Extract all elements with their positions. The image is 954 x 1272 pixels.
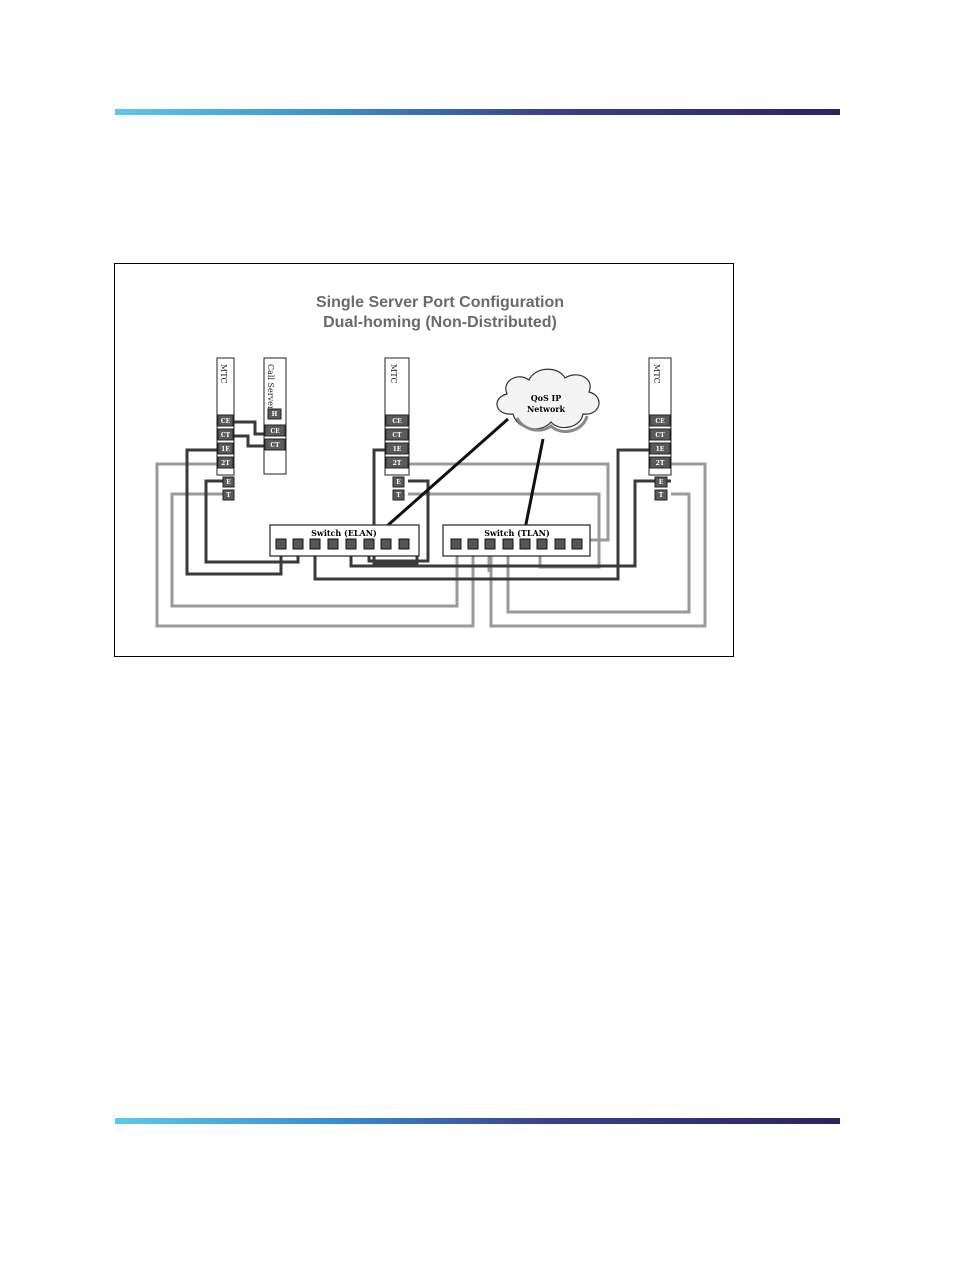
port-1e: 1E	[656, 446, 665, 453]
port-2t: 2T	[221, 460, 230, 467]
port-t: T	[396, 492, 401, 499]
switch-tlan: Switch (TLAN)	[442, 524, 591, 557]
cloud-label-line1: QoS IP	[531, 393, 562, 403]
wan-links	[386, 417, 545, 540]
port-ce: CE	[655, 418, 665, 425]
switch-elan-label: Switch (ELAN)	[311, 528, 377, 538]
call-server: Call Server H CE CT	[263, 357, 287, 475]
header-rule	[115, 109, 840, 115]
mtc-left-label: MTC	[219, 364, 228, 384]
port-1e: 1E	[393, 446, 402, 453]
port-e: E	[396, 479, 401, 486]
port-ce: CE	[392, 418, 402, 425]
port-h: H	[272, 411, 278, 418]
switch-elan: Switch (ELAN)	[269, 524, 420, 557]
call-server-label: Call Server	[266, 364, 275, 410]
diagram-canvas: Single Server Port Configuration Dual-ho…	[155, 294, 707, 628]
port-ct: CT	[221, 432, 231, 439]
port-1e: 1E	[221, 446, 230, 453]
tlan-cables	[155, 462, 707, 628]
port-t: T	[659, 492, 664, 499]
mtc-center: MTC CE CT 1E 2T E T	[384, 357, 410, 501]
mtc-left: MTC CE CT 1E 2T E T	[216, 357, 235, 501]
diagram-title-line1: Single Server Port Configuration	[316, 294, 564, 311]
port-ce: CE	[270, 428, 280, 435]
mtc-right: MTC CE CT 1E 2T E T	[648, 357, 672, 501]
port-t: T	[226, 492, 231, 499]
network-diagram: Single Server Port Configuration Dual-ho…	[114, 263, 734, 657]
port-e: E	[659, 479, 664, 486]
diagram-title-line2: Dual-homing (Non-Distributed)	[323, 314, 557, 331]
mtc-right-label: MTC	[652, 364, 661, 384]
port-2t: 2T	[656, 460, 665, 467]
switch-tlan-label: Switch (TLAN)	[484, 528, 550, 538]
mtc-center-label: MTC	[389, 364, 398, 384]
port-ct: CT	[392, 432, 402, 439]
port-e: E	[226, 479, 231, 486]
port-ce: CE	[221, 418, 231, 425]
cloud-label-line2: Network	[527, 404, 566, 414]
qos-ip-network-cloud: QoS IP Network	[496, 368, 600, 433]
port-ct: CT	[270, 442, 280, 449]
footer-rule	[115, 1118, 840, 1124]
port-2t: 2T	[393, 460, 402, 467]
port-ct: CT	[655, 432, 665, 439]
